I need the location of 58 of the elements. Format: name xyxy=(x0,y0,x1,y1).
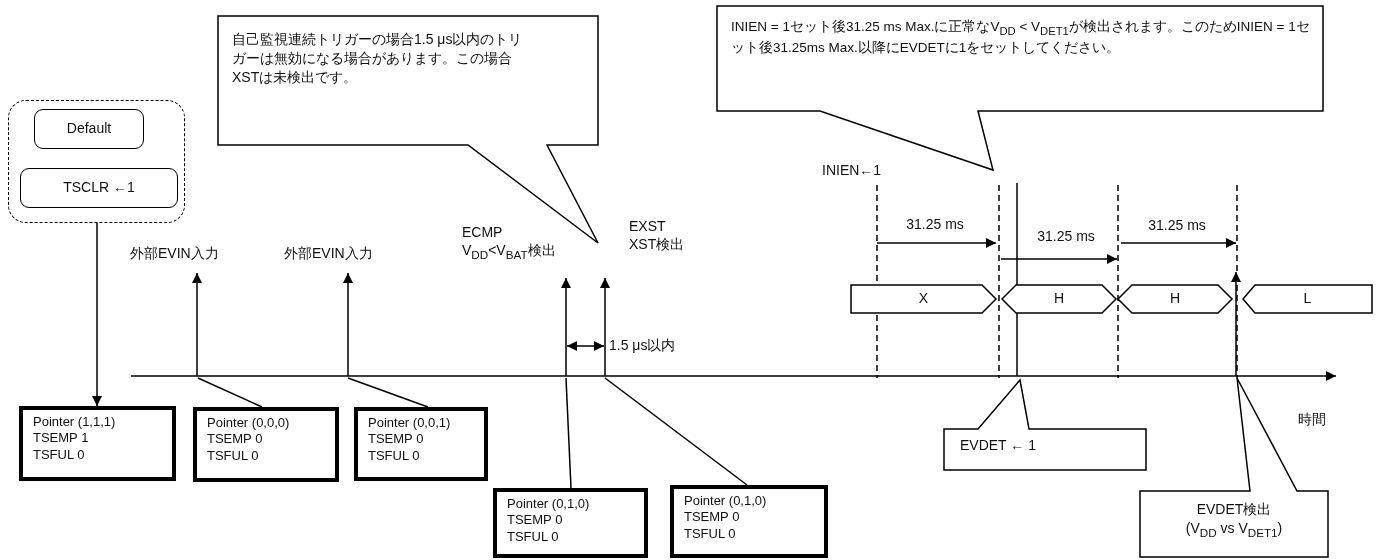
box-label: Default xyxy=(66,120,112,138)
event-label-text: V$_{DD}$<V$_{BAT}$検出 xyxy=(462,241,557,262)
axis-label: 時間 xyxy=(1298,411,1326,428)
register-value: TSEMP 1 xyxy=(33,430,90,447)
callout-bubble xyxy=(1140,378,1328,557)
register-state-box xyxy=(193,407,339,482)
register-state-box xyxy=(354,407,488,481)
register-value: Pointer (1,1,1) xyxy=(33,414,117,431)
register-value: Pointer (0,1,0) xyxy=(507,496,591,513)
signal-level-box xyxy=(1243,285,1372,313)
arrow xyxy=(343,272,353,377)
event-label-text: XST検出 xyxy=(629,235,686,253)
box-label: TSCLR ←1 xyxy=(63,179,135,197)
leader-line xyxy=(347,377,429,408)
process-box xyxy=(34,109,144,149)
event-label-text: EXST xyxy=(629,218,667,236)
callout-text: EVDET検出 xyxy=(1195,500,1273,519)
dimension-label: 1.5 μs以内 xyxy=(609,337,676,354)
callout-text: (V$_{DD}$ vs V$_{DET1}$) xyxy=(1184,518,1284,541)
register-value: TSEMP 0 xyxy=(207,431,264,448)
register-value: TSEMP 0 xyxy=(684,509,741,526)
arrow xyxy=(561,277,571,377)
register-value: Pointer (0,0,0) xyxy=(207,415,291,432)
arrow xyxy=(192,272,202,377)
event-label-text: 外部EVIN入力 xyxy=(284,245,374,263)
callout-text: 自己監視連続トリガーの場合1.5 μs以内のトリガーは無効になる場合があります。この場合XSTは未検出です。 xyxy=(232,30,524,87)
register-value: Pointer (0,0,1) xyxy=(368,415,452,432)
signal-level: H xyxy=(1053,290,1065,308)
register-state-box xyxy=(493,488,648,558)
signal-level-box xyxy=(1118,285,1232,313)
register-value: TSFUL 0 xyxy=(207,447,260,464)
event-label-text: ECMP xyxy=(462,224,504,242)
register-state-box xyxy=(19,406,176,481)
leader-line xyxy=(565,377,572,489)
register-state-box xyxy=(670,485,828,558)
callout-text: INIEN = 1セット後31.25 ms Max.に正常なV$_{DD}$ < V$_{DET1}$が検出されます。このためINIEN = 1セット後31.25ms Max.以降にEVDETに1をセットしてください。 xyxy=(731,18,1311,57)
register-value: TSFUL 0 xyxy=(684,525,737,542)
signal-level: H xyxy=(1169,290,1181,308)
callout-bubble xyxy=(218,16,598,243)
leader-line xyxy=(604,377,748,486)
register-value: TSFUL 0 xyxy=(33,446,86,463)
register-value: TSFUL 0 xyxy=(368,447,421,464)
arrow xyxy=(600,277,610,377)
leader-line xyxy=(197,377,263,408)
event-label-text: 外部EVIN入力 xyxy=(130,245,220,263)
signal-level-box xyxy=(1002,285,1116,313)
signal-level: X xyxy=(918,290,929,308)
arrow xyxy=(92,222,102,407)
register-value: TSEMP 0 xyxy=(507,512,564,529)
register-value: Pointer (0,1,0) xyxy=(684,493,768,510)
register-value: TSEMP 0 xyxy=(368,431,425,448)
register-value: TSFUL 0 xyxy=(507,528,560,545)
signal-level-box xyxy=(851,285,996,313)
signal-level: L xyxy=(1303,290,1312,308)
process-box xyxy=(20,168,178,208)
callout-bubble xyxy=(944,380,1146,470)
dashed-group xyxy=(8,100,185,223)
callout-text: EVDET ← 1 xyxy=(960,436,1037,455)
